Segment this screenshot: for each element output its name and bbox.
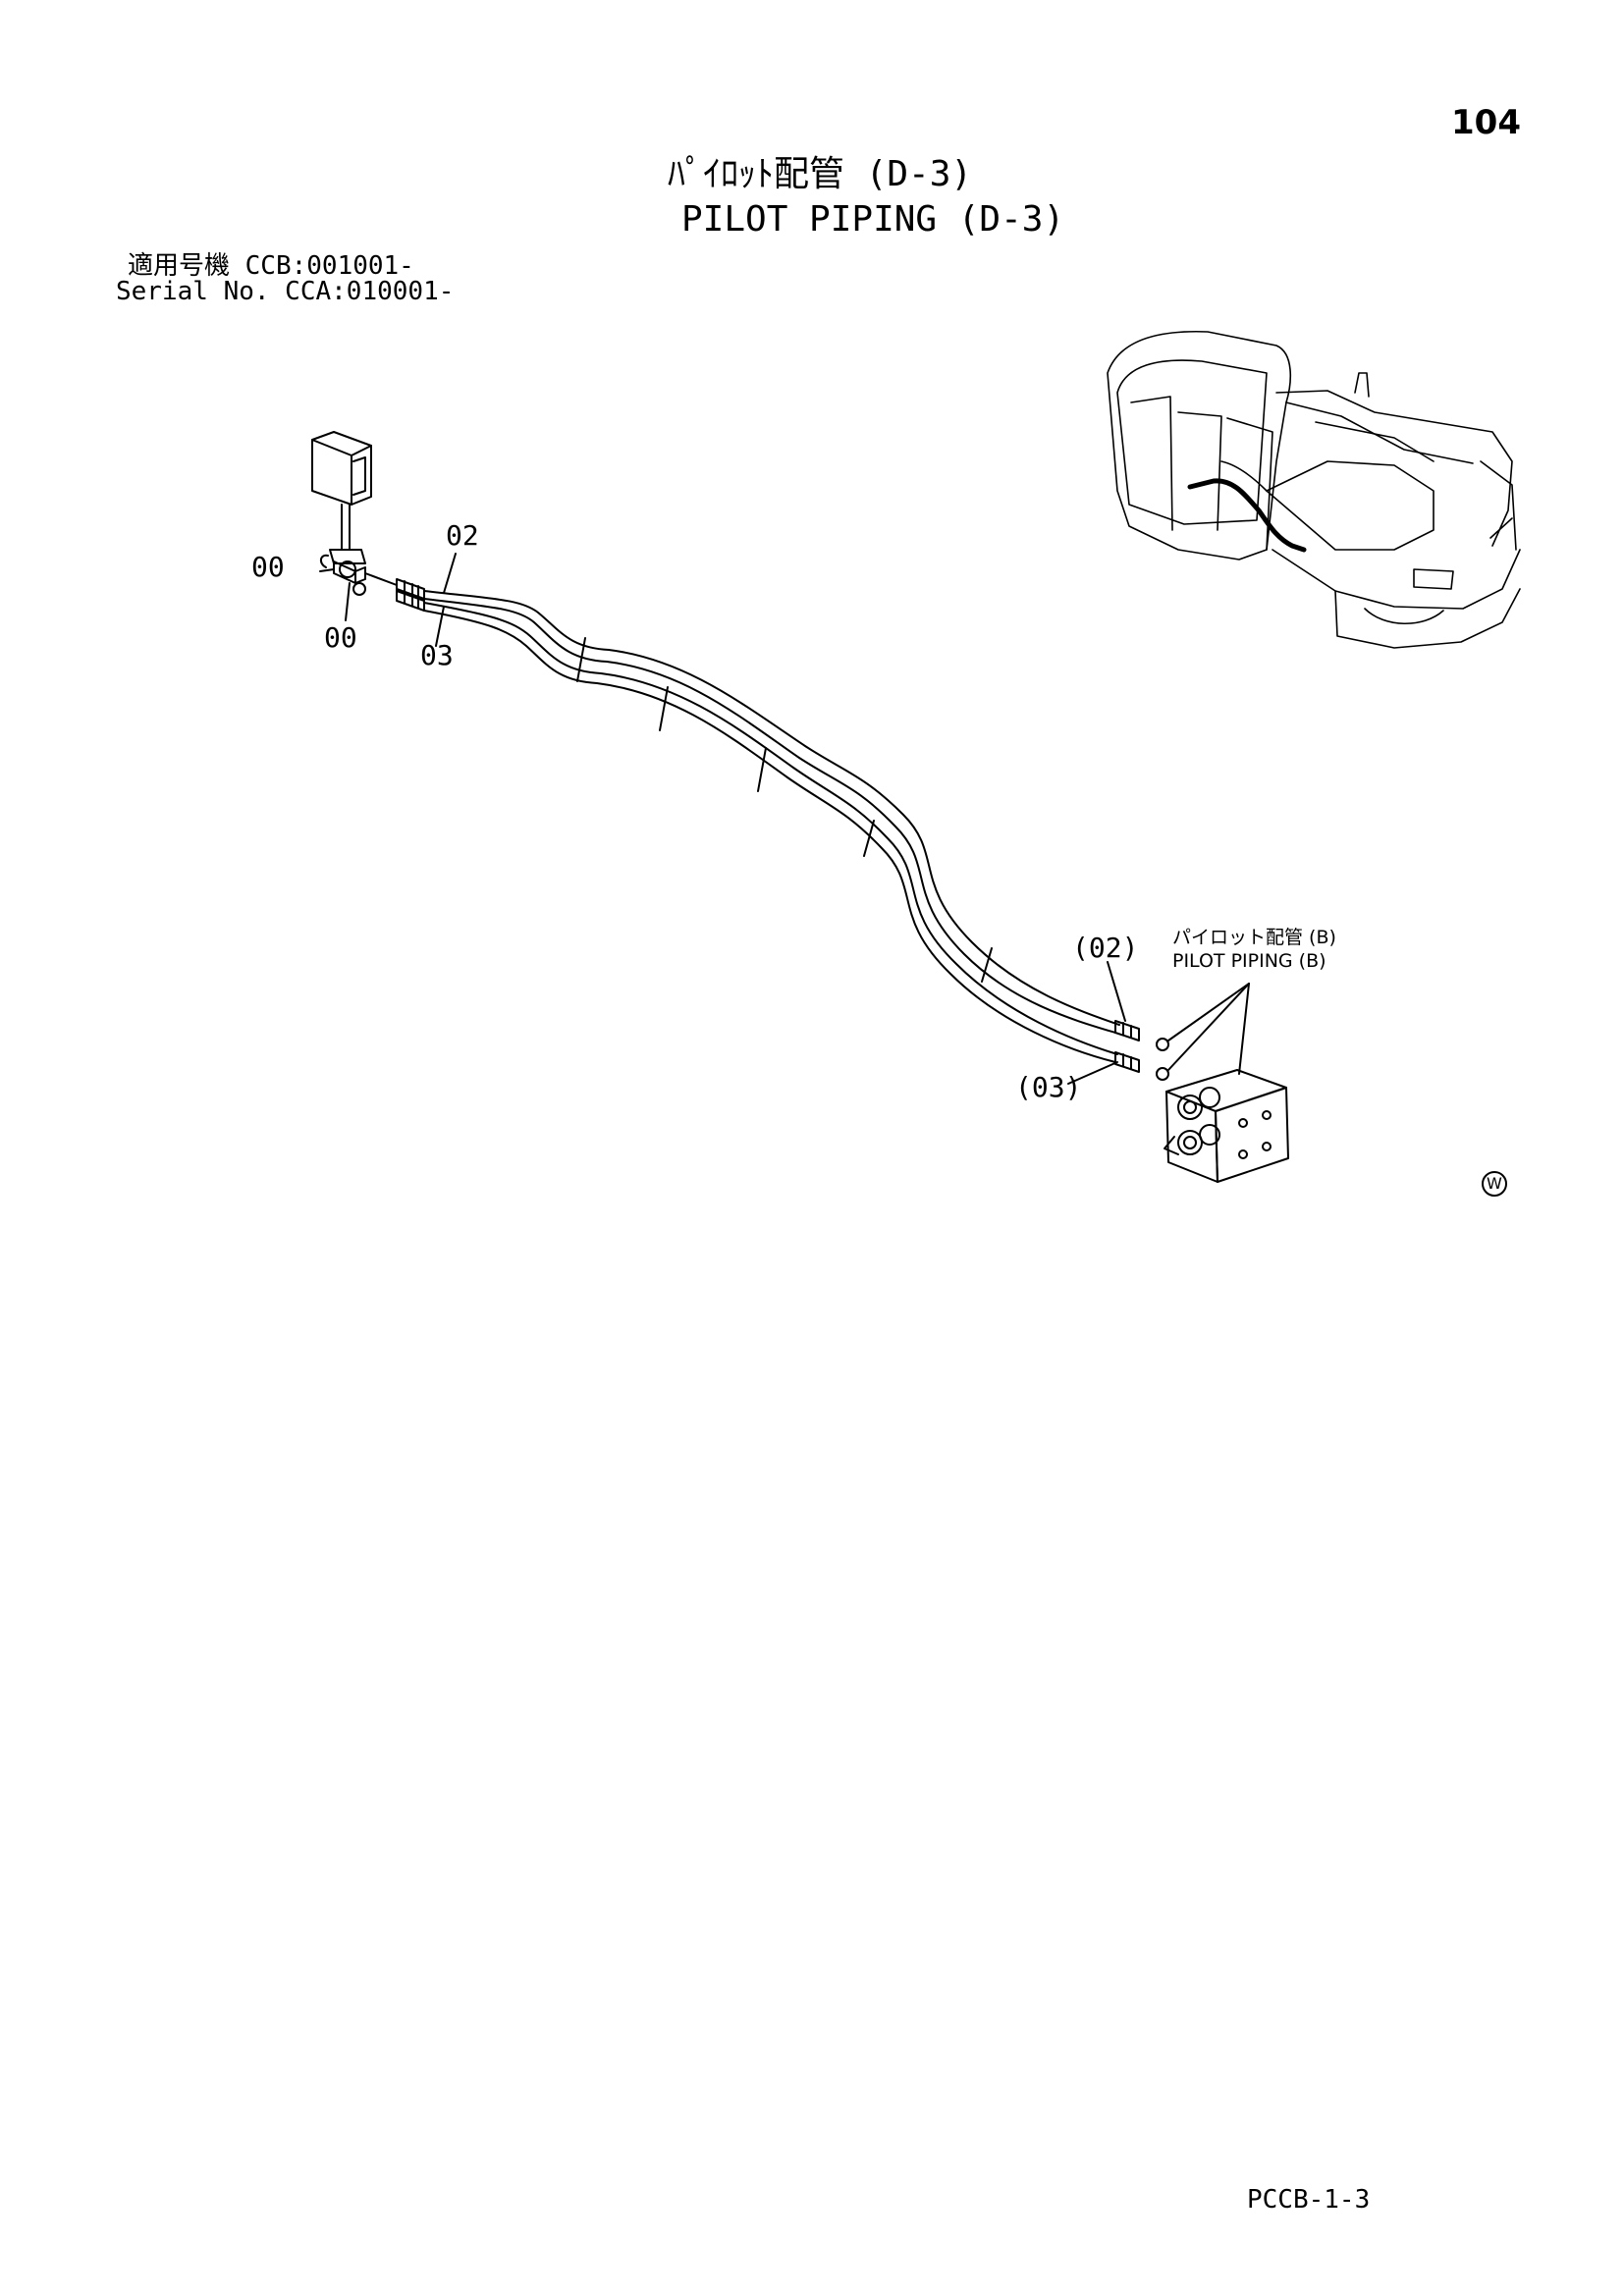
leader-03-top: [435, 606, 445, 647]
leader-note-a: [1167, 983, 1250, 1041]
page-number: 104: [1451, 103, 1521, 142]
hose-end-fittings-bottom: [1114, 1020, 1169, 1081]
excavator-overview-illustration: [1107, 330, 1521, 649]
note-pilot-piping-b-jp: パイロット配管 (B): [1172, 927, 1336, 948]
leader-00-left: [319, 568, 335, 572]
part-label-03-top: 03: [420, 639, 454, 671]
leader-02-top: [443, 553, 457, 594]
w-symbol-letter: W: [1487, 1174, 1502, 1193]
part-label-02-top: 02: [446, 519, 479, 552]
page-title-jp: ﾊﾟｲﾛｯﾄ配管 (D-3): [668, 154, 973, 194]
part-label-00-left: 00: [251, 551, 285, 583]
leader-note-c: [1238, 983, 1250, 1075]
circled-w-symbol: [1482, 1171, 1507, 1197]
note-pilot-piping-b-en: PILOT PIPING (B): [1172, 950, 1326, 972]
page-title-en: PILOT PIPING (D-3): [681, 199, 1065, 240]
pilot-hoses: [423, 590, 1120, 1063]
pilot-valve-component: [311, 431, 372, 578]
part-label-00-bottom: 00: [324, 621, 357, 654]
control-valve-block: [1164, 1069, 1289, 1183]
hose-end-fittings-top: [396, 578, 425, 612]
leader-03-bottom: [1067, 1061, 1118, 1085]
serial-range-jp: 適用号機 CCB:001001-: [128, 251, 414, 281]
part-label-03-bottom: (03): [1015, 1071, 1082, 1103]
leader-02-bottom: [1107, 961, 1126, 1022]
fitting-00: [333, 561, 398, 596]
serial-range-en: Serial No. CCA:010001-: [116, 277, 455, 306]
footer-code: PCCB-1-3: [1247, 2185, 1371, 2215]
leader-00-bottom: [345, 582, 351, 621]
part-label-02-bottom: (02): [1072, 932, 1139, 964]
leader-note-b: [1167, 983, 1250, 1071]
